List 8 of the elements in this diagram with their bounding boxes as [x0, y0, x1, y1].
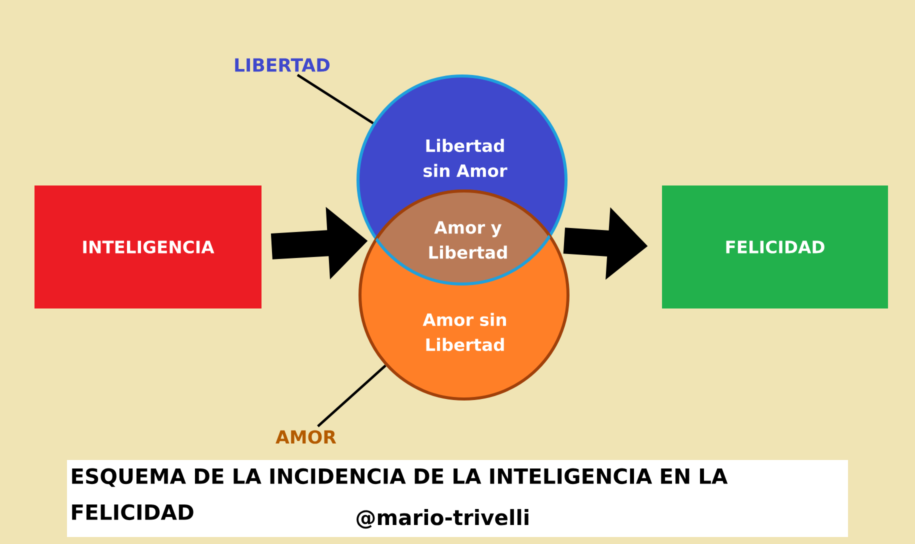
process-box: INTELIGENCIA [34, 186, 262, 308]
process-box: FELICIDAD [662, 186, 888, 308]
author-handle: @mario-trivelli [356, 509, 528, 529]
leader-line [296, 74, 374, 124]
leader-line [317, 364, 386, 428]
overlap-region: Amor y Libertad [358, 190, 568, 286]
set-label: AMOR [276, 430, 336, 444]
set-label: LIBERTAD [235, 58, 330, 72]
